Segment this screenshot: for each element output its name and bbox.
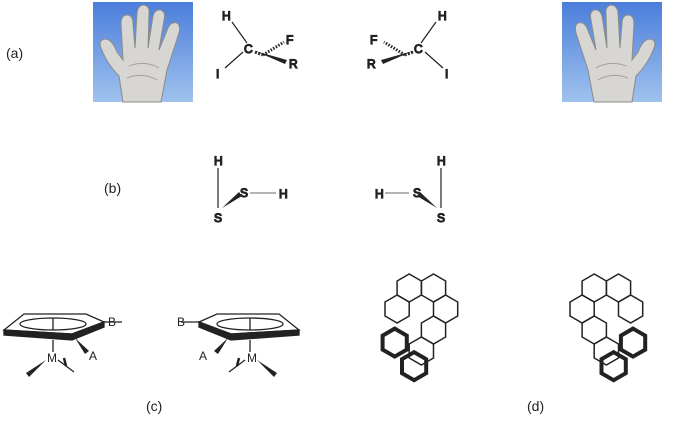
metallocene-right: B A M xyxy=(177,313,301,377)
metallocene-left: B A M xyxy=(2,313,122,377)
atom-r: R xyxy=(289,57,298,71)
atom-i: I xyxy=(216,67,219,81)
benzene-ring xyxy=(618,326,648,359)
atom-a: A xyxy=(89,349,97,363)
atom-f: F xyxy=(286,33,293,47)
benzene-ring xyxy=(380,326,409,359)
atom-h: H xyxy=(437,154,446,168)
atom-h: H xyxy=(222,9,231,23)
atom-m: M xyxy=(247,351,257,365)
benzene-ring xyxy=(593,336,620,366)
atom-h: H xyxy=(279,187,288,201)
benzene-ring xyxy=(599,349,628,383)
h2s2-right: H S S H xyxy=(374,153,446,225)
panel-d-label: (d) xyxy=(527,398,544,414)
h2s2-left: H S S H xyxy=(213,153,288,225)
atom-h: H xyxy=(214,154,223,168)
panel-b-label: (b) xyxy=(104,180,121,196)
atom-s: S xyxy=(240,186,248,200)
benzene-ring xyxy=(400,349,429,383)
benzene-ring xyxy=(408,336,435,366)
atom-s: S xyxy=(214,211,222,225)
helicene-group xyxy=(380,273,648,383)
atom-s: S xyxy=(437,211,445,225)
hand-photo-left xyxy=(92,1,194,103)
atom-a: A xyxy=(199,349,207,363)
atom-h: H xyxy=(438,9,447,23)
atom-c: C xyxy=(244,42,253,56)
hand-photo-right xyxy=(561,1,663,103)
benzene-ring xyxy=(384,294,410,324)
stereocenter-left: H C F R I xyxy=(215,8,298,81)
atom-b: B xyxy=(177,315,185,329)
atom-b: B xyxy=(108,315,116,329)
atom-c: C xyxy=(414,42,423,56)
atom-i: I xyxy=(445,67,448,81)
panel-a-label: (a) xyxy=(6,45,23,61)
atom-f: F xyxy=(370,33,377,47)
stereocenter-right: H C F R I xyxy=(366,8,449,81)
panel-c-label: (c) xyxy=(146,398,162,414)
benzene-ring xyxy=(617,294,644,324)
atom-m: M xyxy=(47,351,57,365)
atom-s: S xyxy=(413,186,421,200)
atom-r: R xyxy=(367,57,376,71)
atom-h: H xyxy=(375,187,384,201)
